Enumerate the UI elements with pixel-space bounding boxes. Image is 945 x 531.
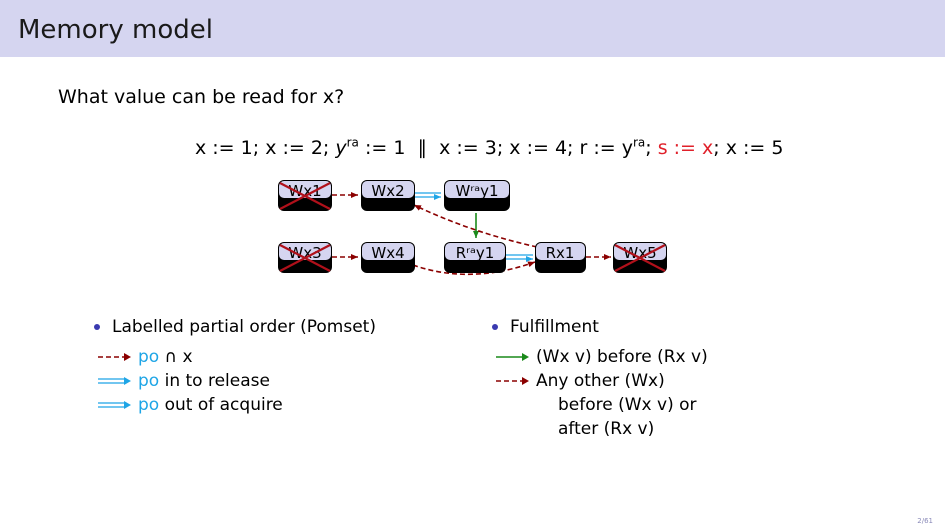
cross-mark — [614, 244, 666, 272]
stmt-y-assign: := 1 — [358, 137, 406, 159]
fulfill-other-edge — [412, 261, 536, 276]
po-label: po — [138, 371, 160, 391]
node-label: Wx4 — [371, 244, 404, 262]
double-arrow-icon — [98, 377, 131, 385]
sep: ; — [645, 137, 652, 159]
sep: ; — [713, 137, 720, 159]
node-label: Wx3 — [288, 244, 321, 262]
green-arrow-icon — [496, 353, 529, 361]
legend-text: ∩ x — [159, 347, 193, 367]
legend-text: out of acquire — [159, 395, 283, 415]
legend-po-x: po ∩ x — [92, 345, 376, 369]
stmt-s: s := x — [657, 137, 714, 159]
cross-mark — [279, 244, 331, 272]
legend-text: in to release — [159, 371, 270, 391]
legend-fulfill-green: (Wx v) before (Rx v) — [490, 345, 708, 369]
slide-title: Memory model — [18, 15, 213, 45]
node-rray1: Rʳᵃy1 — [444, 242, 506, 273]
node-label: Wx5 — [623, 244, 656, 262]
node-label: Rx1 — [546, 244, 575, 262]
bullet-fulfillment: Fulfillment — [490, 315, 708, 339]
legend-text: Any other (Wx) — [536, 371, 665, 391]
stmt-x3: x := 3 — [439, 137, 497, 159]
question-text: What value can be read for x? — [58, 86, 345, 108]
stmt-r: r := y — [579, 137, 633, 159]
node-wx1: Wx1 — [278, 180, 332, 211]
parallel-op: ∥ — [417, 137, 428, 159]
slide-header: Memory model — [0, 0, 945, 57]
stmt-x5: x := 5 — [725, 137, 784, 159]
po-label: po — [138, 395, 160, 415]
legend-continuation: after (Rx v) — [558, 419, 655, 439]
node-label: Wʳᵃy1 — [455, 182, 498, 200]
program-line: x := 1; x := 2; yra := 1 ∥ x := 3; x := … — [195, 136, 783, 160]
node-wx2: Wx2 — [361, 180, 415, 211]
node-wx3: Wx3 — [278, 242, 332, 273]
acquire-edge — [506, 254, 533, 262]
po-label: po — [138, 347, 160, 367]
node-rx1: Rx1 — [535, 242, 586, 273]
legend-fulfill-other: Any other (Wx) — [490, 369, 708, 393]
node-wx4: Wx4 — [361, 242, 415, 273]
cross-mark — [279, 182, 331, 210]
page-number: 2/61 — [917, 517, 933, 525]
node-wx5: Wx5 — [613, 242, 667, 273]
right-column: Fulfillment (Wx v) before (Rx v) Any oth… — [490, 315, 708, 441]
stmt-x4: x := 4 — [509, 137, 568, 159]
fulfill-other-edge — [413, 204, 538, 248]
stmt-x1: x := 1 — [195, 137, 253, 159]
node-wray1: Wʳᵃy1 — [444, 180, 510, 211]
legend-po-acquire: po out of acquire — [92, 393, 376, 417]
legend-text: (Wx v) before (Rx v) — [536, 347, 708, 367]
dashed-arrow-icon — [496, 377, 529, 385]
stmt-y: y — [335, 137, 347, 159]
sep: ; — [567, 137, 574, 159]
sep: ; — [322, 137, 330, 159]
left-column: Labelled partial order (Pomset) po ∩ x p… — [92, 315, 376, 417]
node-label: Wx2 — [371, 182, 404, 200]
double-arrow-icon — [98, 401, 131, 409]
ra-sup: ra — [632, 135, 646, 150]
legend-continuation: before (Wx v) or — [558, 395, 697, 415]
dashed-arrow-icon — [98, 353, 131, 361]
sep: ; — [252, 137, 260, 159]
bullet-pomset: Labelled partial order (Pomset) — [92, 315, 376, 339]
stmt-x2: x := 2 — [265, 137, 323, 159]
ra-sup: ra — [346, 135, 359, 150]
release-edge — [415, 192, 441, 200]
legend-po-release: po in to release — [92, 369, 376, 393]
node-label: Wx1 — [288, 182, 321, 200]
node-label: Rʳᵃy1 — [456, 244, 495, 262]
sep: ; — [496, 137, 504, 159]
